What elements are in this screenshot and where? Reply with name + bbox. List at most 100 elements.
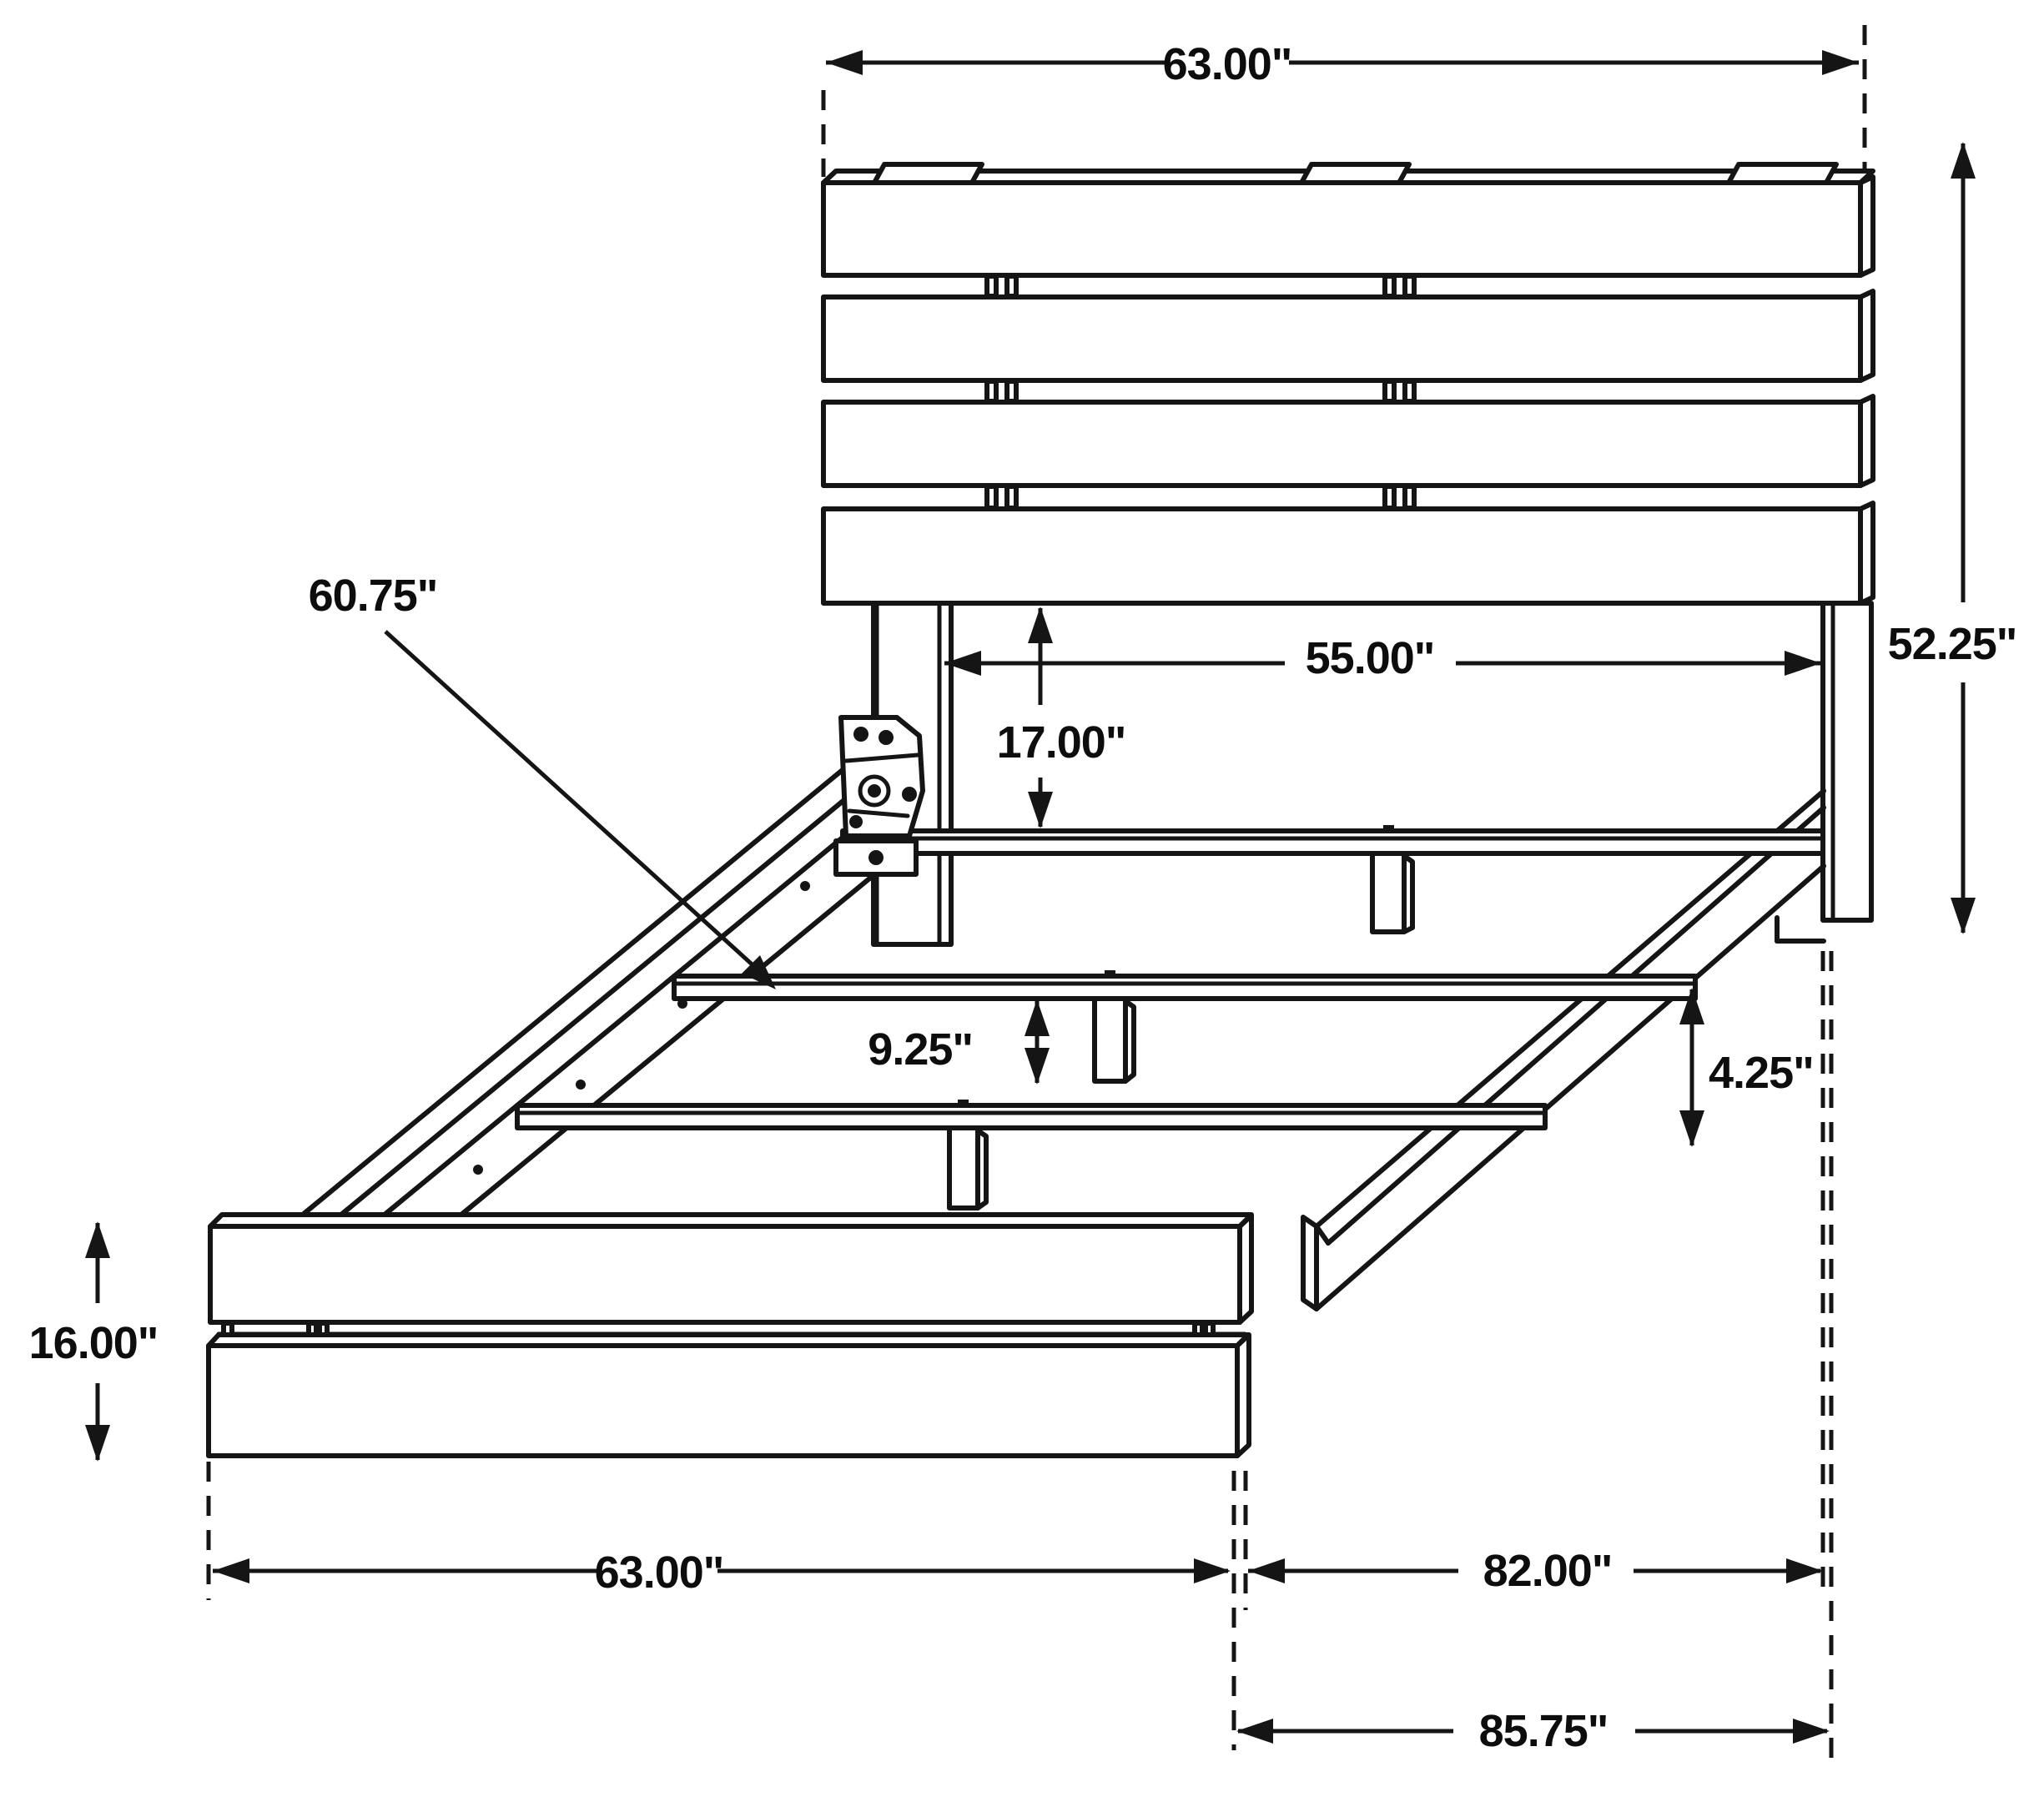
rail-edge-line bbox=[301, 747, 870, 1216]
slat-support-rails bbox=[515, 825, 1825, 1211]
headboard bbox=[821, 162, 1875, 947]
arrowhead-left bbox=[1236, 1719, 1273, 1744]
footboard-slat bbox=[208, 1224, 1242, 1325]
connector-tick bbox=[1382, 484, 1397, 511]
connector-tick bbox=[984, 274, 999, 299]
arrowhead-down bbox=[1028, 792, 1053, 828]
bracket-detail-line bbox=[847, 808, 910, 818]
slat-rail bbox=[672, 974, 1698, 1001]
slat-rail bbox=[515, 1103, 1548, 1130]
dimension-slat-rail-callout: 60.75" bbox=[309, 571, 776, 989]
arrowhead-right bbox=[1786, 1558, 1823, 1583]
arrowhead-up bbox=[1025, 999, 1050, 1036]
arrowhead-up bbox=[1028, 607, 1053, 643]
arrowhead-left bbox=[1248, 1558, 1285, 1583]
rail-screw bbox=[800, 881, 810, 891]
dimension-overall-length: 85.75" bbox=[1236, 951, 1834, 1762]
dimension-side-rail-clearance: 4.25" bbox=[1679, 988, 1815, 1147]
dimensions: 63.00" 52.25" 55.00" 17.00" bbox=[29, 25, 2017, 1762]
dimension-slat-platform-height: 9.25" bbox=[868, 999, 1050, 1085]
slat-rail-center-leg bbox=[947, 1125, 980, 1211]
footboard bbox=[206, 1212, 1254, 1458]
bracket-bolt bbox=[868, 784, 881, 798]
arrowhead-down bbox=[1679, 1110, 1704, 1147]
connector-tick bbox=[1004, 274, 1019, 299]
arrowhead-leader bbox=[742, 955, 776, 989]
dimension-label-under-headboard-clearance: 17.00" bbox=[997, 717, 1126, 768]
headboard-slat bbox=[821, 294, 1863, 383]
rail-ledge-line bbox=[378, 795, 894, 1221]
headboard-slat bbox=[821, 180, 1863, 278]
connector-tick bbox=[984, 484, 999, 511]
connector-tick bbox=[984, 379, 999, 404]
arrowhead-right bbox=[1194, 1558, 1231, 1583]
arrowhead-up bbox=[1951, 142, 1976, 179]
connector-tick bbox=[1382, 274, 1397, 299]
dimension-label-footboard-height: 16.00" bbox=[29, 1318, 159, 1368]
rail-edge-line bbox=[335, 769, 881, 1221]
arrowhead-left bbox=[944, 651, 981, 676]
arrowhead-down bbox=[85, 1425, 110, 1462]
connector-tick bbox=[1402, 274, 1417, 299]
slat-rail-center-leg bbox=[1370, 851, 1407, 934]
dimension-headboard-width: 63.00" bbox=[821, 25, 1867, 177]
rail-edge-line bbox=[455, 842, 914, 1221]
rail-bottom-edge bbox=[1314, 863, 1826, 1311]
rail-screw bbox=[473, 1165, 483, 1175]
dimension-label-side-rail-clearance: 4.25" bbox=[1709, 1048, 1814, 1098]
bracket-bolt bbox=[853, 727, 868, 742]
dimension-footboard-height: 16.00" bbox=[29, 1221, 159, 1462]
footboard-slat bbox=[206, 1343, 1240, 1458]
slat-rail-center-leg-side bbox=[1402, 853, 1415, 934]
dimension-inner-length: 82.00" bbox=[1231, 951, 1825, 1750]
headboard-right-leg bbox=[1820, 601, 1874, 923]
connector-tick bbox=[1004, 484, 1019, 511]
headboard-top-tab bbox=[872, 162, 984, 185]
left-side-rail bbox=[301, 747, 914, 1221]
dimension-label-headboard-width: 63.00" bbox=[1163, 39, 1292, 89]
slat-rail-center-leg bbox=[1092, 996, 1128, 1084]
dimension-footboard-width: 63.00" bbox=[206, 1462, 1231, 1600]
connector-tick bbox=[1382, 379, 1397, 404]
right-side-rail bbox=[1301, 788, 1826, 1311]
dimension-inner-width: 55.00" bbox=[944, 633, 1821, 683]
dimension-label-overall-length: 85.75" bbox=[1479, 1706, 1609, 1756]
connector-tick bbox=[1402, 484, 1417, 511]
arrowhead-up bbox=[1679, 988, 1704, 1024]
arrowhead-left bbox=[826, 50, 863, 75]
slat-rail-center-leg-side bbox=[1123, 999, 1136, 1084]
headboard-top-tab bbox=[1726, 162, 1839, 185]
dimension-headboard-height: 52.25" bbox=[1888, 142, 2017, 934]
rail-top-back-edge bbox=[1314, 788, 1826, 1229]
slat-rail bbox=[840, 828, 1825, 856]
headboard-top-tab bbox=[1299, 162, 1412, 185]
connector-tick bbox=[1402, 379, 1417, 404]
headboard-slat bbox=[821, 506, 1863, 606]
rail-hook-bracket bbox=[833, 715, 925, 877]
slat-rail-screw-tick bbox=[958, 1100, 969, 1106]
bracket-bolt bbox=[879, 730, 894, 745]
leader-line bbox=[384, 630, 759, 971]
dimension-label-headboard-height: 52.25" bbox=[1888, 619, 2017, 669]
bracket-bolt bbox=[902, 787, 917, 802]
slat-rail-screw-tick bbox=[1105, 970, 1115, 977]
dimension-label-slat-platform-height: 9.25" bbox=[868, 1024, 973, 1075]
dimension-label-footboard-width: 63.00" bbox=[595, 1548, 724, 1598]
slat-rail-center-leg-side bbox=[975, 1128, 989, 1211]
bracket-bolt bbox=[849, 815, 863, 828]
rail-top-edge bbox=[1326, 805, 1826, 1246]
dimension-label-inner-width: 55.00" bbox=[1306, 633, 1435, 683]
dimension-label-inner-length: 82.00" bbox=[1483, 1546, 1613, 1596]
dimension-under-headboard-clearance: 17.00" bbox=[997, 607, 1126, 828]
arrowhead-up bbox=[85, 1221, 110, 1258]
arrowhead-left bbox=[213, 1558, 249, 1583]
bracket-detail-line bbox=[843, 752, 920, 763]
arrowhead-right bbox=[1822, 50, 1859, 75]
slat-rail-screw-tick bbox=[1383, 825, 1394, 832]
arrowhead-down bbox=[1025, 1048, 1050, 1085]
arrowhead-right bbox=[1785, 651, 1821, 676]
connector-tick bbox=[1004, 379, 1019, 404]
headboard-slat bbox=[821, 400, 1863, 488]
